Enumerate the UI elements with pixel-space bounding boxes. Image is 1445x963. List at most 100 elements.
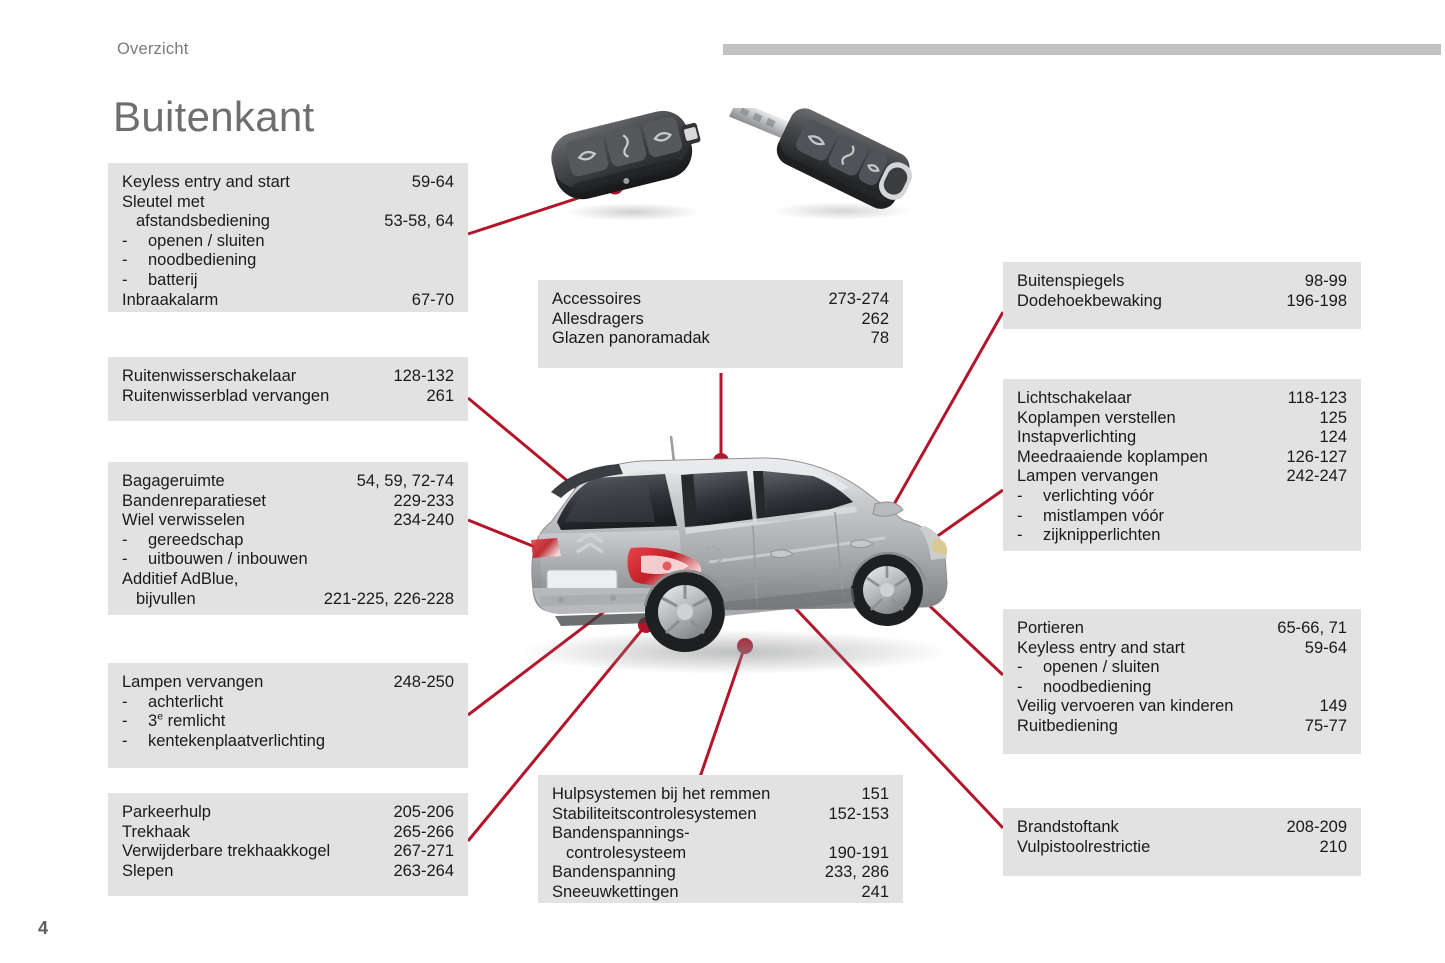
entry-label: Stabiliteitscontrolesystemen — [552, 804, 757, 823]
page-number: 4 — [38, 918, 49, 938]
entry-label: Inbraakalarm — [122, 290, 219, 309]
entry-label: verlichting vóór — [1043, 486, 1154, 505]
entry-row: Dodehoekbewaking 196-198 — [1017, 292, 1347, 312]
entry-row: Portieren 65-66, 71 — [1017, 619, 1347, 639]
bullet-dash: - — [122, 270, 128, 289]
entry-label: Bandenspanning — [552, 863, 676, 882]
entry-row: Parkeerhulp 205-206 — [122, 803, 454, 823]
entry-pages: 67-70 — [411, 290, 454, 309]
bullet-dash: - — [122, 231, 128, 250]
entry-label: Lichtschakelaar — [1017, 389, 1132, 407]
entry-label: Bagageruimte — [122, 472, 225, 490]
entry-label: Keyless entry and start — [1017, 638, 1185, 657]
header-rule — [723, 44, 1441, 55]
entry-pages: 98-99 — [1304, 272, 1347, 290]
entry-pages: 151 — [861, 785, 889, 803]
entry-label: noodbediening — [148, 251, 257, 270]
entry-row: bijvullen 221-225, 226-228 — [122, 590, 454, 610]
bullet-dash: - — [122, 692, 128, 711]
entry-row: Additief AdBlue, — [122, 570, 454, 590]
entry-label: Veilig vervoeren van kinderen — [1017, 697, 1234, 716]
bullet-dash: - — [1017, 526, 1023, 545]
entry-label: Additief AdBlue, — [122, 569, 239, 588]
entry-pages: 125 — [1319, 408, 1347, 427]
info-box-mirrors: Buitenspiegels 98-99 Dodehoekbewaking 19… — [1003, 262, 1361, 329]
entry-row: Ruitenwisserschakelaar 128-132 — [122, 367, 454, 387]
entry-label: noodbediening — [1043, 677, 1152, 696]
entry-pages: 152-153 — [828, 804, 889, 823]
entry-pages: 261 — [426, 386, 454, 405]
entry-label: Slepen — [122, 861, 174, 880]
entry-pages: 221-225, 226-228 — [323, 589, 454, 608]
entry-pages: 233, 286 — [824, 863, 889, 882]
entry-label: Verwijderbare trekhaakkogel — [122, 842, 331, 861]
entry-pages: 54, 59, 72-74 — [356, 472, 454, 490]
entry-label-superscript: 3e remlicht — [148, 710, 226, 731]
entry-subrow: - noodbediening — [122, 251, 454, 271]
entry-label: Lampen vervangen — [1017, 467, 1159, 486]
entry-label: Allesdragers — [552, 309, 644, 328]
bullet-dash: - — [1017, 506, 1023, 525]
info-box-lighting: Lichtschakelaar 118-123 Koplampen verste… — [1003, 379, 1361, 551]
entry-pages: 248-250 — [393, 673, 454, 691]
entry-label: afstandsbediening — [136, 212, 270, 231]
vehicle-illustration — [520, 435, 950, 674]
entry-pages: 128-132 — [393, 367, 454, 385]
entry-label: Accessoires — [552, 290, 641, 308]
info-box-wiper: Ruitenwisserschakelaar 128-132 Ruitenwis… — [108, 357, 468, 421]
entry-label: Ruitbediening — [1017, 716, 1118, 735]
entry-label: Koplampen verstellen — [1017, 408, 1176, 427]
entry-label: mistlampen vóór — [1043, 506, 1165, 525]
entry-row: Sneeuwkettingen 241 — [552, 883, 889, 903]
entry-label: Meedraaiende koplampen — [1017, 447, 1208, 466]
bullet-dash: - — [122, 712, 128, 731]
entry-label: Sneeuwkettingen — [552, 882, 679, 901]
entry-label: Keyless entry and start — [122, 173, 290, 191]
entry-subrow: - openen / sluiten — [122, 232, 454, 252]
entry-row: Lampen vervangen 248-250 — [122, 673, 454, 693]
entry-row: Bandenreparatieset 229-233 — [122, 492, 454, 512]
entry-row: Trekhaak 265-266 — [122, 823, 454, 843]
entry-label: Parkeerhulp — [122, 803, 211, 821]
entry-pages: 265-266 — [393, 822, 454, 841]
entry-subrow: - 3e remlicht — [122, 710, 454, 732]
entry-pages: 196-198 — [1286, 291, 1347, 310]
entry-label: Glazen panoramadak — [552, 329, 710, 348]
entry-row: Accessoires 273-274 — [552, 290, 889, 310]
entry-pages: 273-274 — [828, 290, 889, 308]
entry-label: Ruitenwisserblad vervangen — [122, 386, 330, 405]
entry-row: afstandsbediening 53-58, 64 — [122, 212, 454, 232]
info-box-keyless-entry: Keyless entry and start 59-64 Sleutel me… — [108, 163, 468, 312]
entry-subrow: - verlichting vóór — [1017, 487, 1347, 507]
entry-subrow: - zijknipperlichten — [1017, 526, 1347, 546]
entry-subrow: - mistlampen vóór — [1017, 507, 1347, 527]
entry-label: Ruitenwisserschakelaar — [122, 367, 297, 385]
entry-pages: 241 — [861, 882, 889, 901]
section-label: Overzicht — [117, 40, 189, 58]
entry-pages: 210 — [1319, 837, 1347, 856]
entry-label: Bandenspannings- — [552, 824, 690, 843]
info-box-parking-aid: Parkeerhulp 205-206 Trekhaak 265-266 Ver… — [108, 793, 468, 896]
entry-pages: 262 — [861, 309, 889, 328]
entry-row: Slepen 263-264 — [122, 862, 454, 882]
entry-pages: 118-123 — [1287, 389, 1347, 407]
entry-row: Stabiliteitscontrolesystemen 152-153 — [552, 805, 889, 825]
bullet-dash: - — [122, 530, 128, 549]
entry-label: openen / sluiten — [1043, 658, 1160, 677]
entry-pages: 75-77 — [1304, 716, 1347, 735]
entry-row: Keyless entry and start 59-64 — [1017, 639, 1347, 659]
entry-pages: 126-127 — [1286, 447, 1347, 466]
entry-label: controlesysteem — [566, 843, 687, 862]
info-box-doors: Portieren 65-66, 71 Keyless entry and st… — [1003, 609, 1361, 754]
entry-subrow: - openen / sluiten — [1017, 658, 1347, 678]
entry-row: Inbraakalarm 67-70 — [122, 291, 454, 311]
entry-row: Ruitenwisserblad vervangen 261 — [122, 387, 454, 407]
bullet-dash: - — [122, 550, 128, 569]
entry-row: Brandstoftank 208-209 — [1017, 818, 1347, 838]
entry-pages: 208-209 — [1286, 818, 1347, 836]
entry-row: Allesdragers 262 — [552, 310, 889, 330]
entry-row: Lampen vervangen 242-247 — [1017, 467, 1347, 487]
entry-row: Buitenspiegels 98-99 — [1017, 272, 1347, 292]
info-box-accessories: Accessoires 273-274 Allesdragers 262 Gla… — [538, 280, 903, 368]
